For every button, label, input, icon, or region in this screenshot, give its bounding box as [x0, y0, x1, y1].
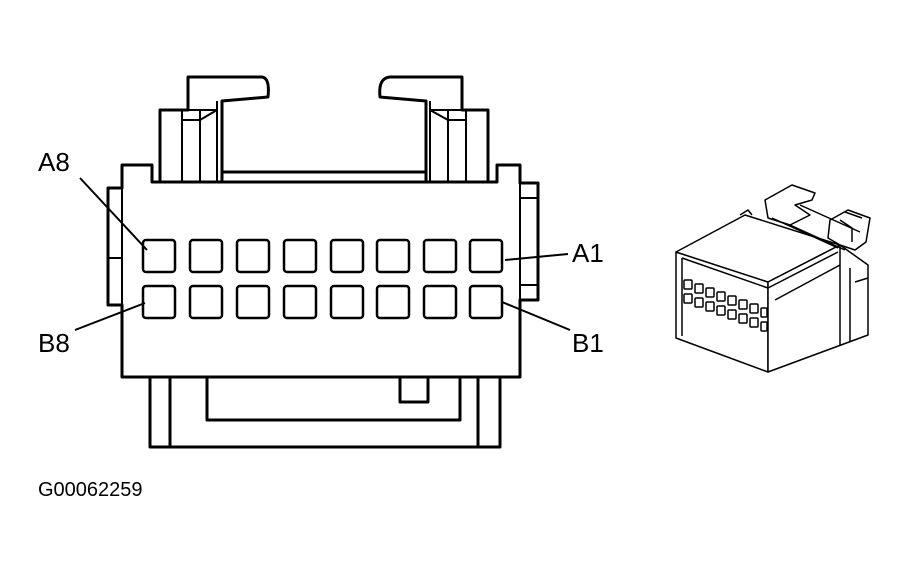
pin-b2 — [422, 284, 458, 320]
iso-pin — [694, 283, 704, 294]
iso-pin — [760, 321, 768, 332]
pin-a6 — [235, 238, 271, 274]
bottom-key-tab — [148, 372, 502, 449]
iso-latch-detail — [739, 204, 863, 251]
iso-pin — [694, 297, 704, 308]
iso-pin-row-a — [683, 279, 768, 318]
iso-pin — [738, 313, 748, 324]
pin-b1 — [468, 284, 504, 320]
connector-isometric-view — [675, 184, 871, 373]
pin-b8 — [141, 284, 177, 320]
iso-pin — [683, 293, 693, 304]
iso-pin — [760, 307, 768, 318]
leader-b8 — [74, 302, 146, 331]
iso-latch-front — [827, 209, 871, 251]
iso-pin — [705, 287, 715, 298]
iso-pin-row-b — [683, 293, 768, 332]
pin-a8 — [141, 238, 177, 274]
iso-pin — [716, 305, 726, 316]
label-a1: A1 — [572, 238, 604, 268]
pin-a3 — [375, 238, 411, 274]
pin-a2 — [422, 238, 458, 274]
label-b1: B1 — [572, 328, 604, 358]
iso-pin — [749, 303, 759, 314]
figure-id: G00062259 — [38, 479, 143, 501]
pin-a1 — [468, 238, 504, 274]
left-latch — [158, 75, 270, 184]
iso-pin — [738, 299, 748, 310]
iso-pin — [705, 301, 715, 312]
right-latch — [378, 75, 490, 184]
pin-a7 — [188, 238, 224, 274]
iso-pin — [716, 291, 726, 302]
pin-b7 — [188, 284, 224, 320]
iso-pin — [727, 309, 737, 320]
pin-row-b — [141, 284, 504, 320]
body-side-ribs — [108, 183, 538, 305]
iso-rim — [681, 251, 839, 336]
left-latch-detail — [181, 101, 218, 182]
pin-a4 — [329, 238, 365, 274]
pin-b6 — [235, 284, 271, 320]
latch-bridge — [222, 170, 426, 184]
bottom-key-inner — [168, 372, 480, 447]
label-b8: B8 — [38, 328, 70, 358]
label-a8: A8 — [38, 147, 70, 177]
pin-row-a — [141, 238, 504, 274]
right-latch-detail — [429, 101, 467, 182]
pin-b4 — [329, 284, 365, 320]
leader-a1 — [504, 253, 569, 261]
iso-pin — [683, 279, 693, 290]
leader-a8 — [79, 177, 148, 251]
connector-face-view: A8 B8 A1 B1 — [38, 75, 604, 449]
iso-pin — [749, 317, 759, 328]
leader-b1 — [501, 301, 571, 331]
iso-pin — [727, 295, 737, 306]
iso-side-detail — [774, 245, 869, 345]
pin-b5 — [282, 284, 318, 320]
iso-side-face — [767, 244, 869, 373]
pin-b3 — [375, 284, 411, 320]
pin-a5 — [282, 238, 318, 274]
